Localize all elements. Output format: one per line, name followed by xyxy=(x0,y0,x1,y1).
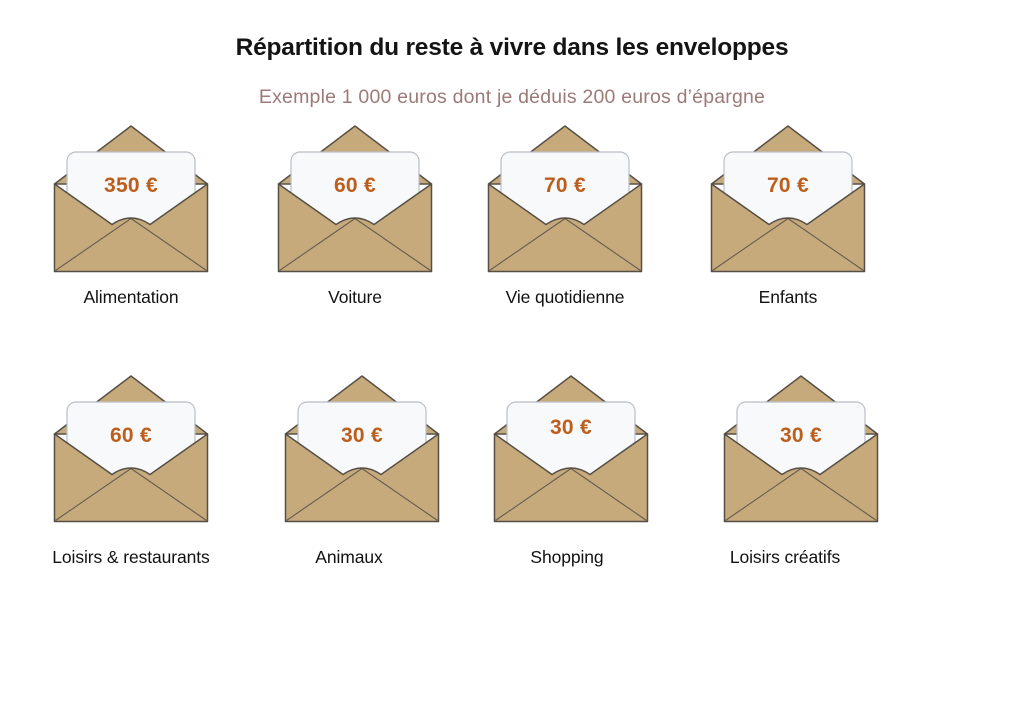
envelope-amount: 70 € xyxy=(766,174,810,197)
open-envelope-icon-graphic xyxy=(53,375,209,523)
envelope-label: Voiture xyxy=(328,287,382,307)
open-envelope-icon: 60 € xyxy=(53,373,209,523)
open-envelope-icon-graphic xyxy=(723,375,879,523)
envelope-fold-lines xyxy=(725,468,877,521)
envelope-front-pocket xyxy=(53,433,209,523)
envelope-front-pocket xyxy=(487,183,643,273)
envelope-label: Loisirs & restaurants xyxy=(52,547,210,567)
envelope-item: 60 € Voiture xyxy=(246,123,464,309)
envelope-label: Enfants xyxy=(758,287,818,307)
envelope-item: 70 € Enfants xyxy=(679,123,897,309)
envelope-item: 60 € Loisirs & restaurants xyxy=(22,373,240,569)
envelope-label: Animaux xyxy=(315,547,383,567)
envelope-front-pocket xyxy=(284,433,440,523)
open-envelope-icon: 350 € xyxy=(53,123,209,273)
envelope-amount: 30 € xyxy=(779,424,823,447)
envelope-item: 30 € Loisirs créatifs xyxy=(676,373,894,569)
envelope-item: 350 € Alimentation xyxy=(22,123,240,309)
envelope-front-pocket xyxy=(277,183,433,273)
open-envelope-icon-graphic xyxy=(493,375,649,523)
open-envelope-icon-graphic xyxy=(487,125,643,273)
envelope-front-pocket xyxy=(53,183,209,273)
envelope-fold-lines xyxy=(489,218,641,271)
envelope-amount: 70 € xyxy=(543,174,587,197)
open-envelope-icon-graphic xyxy=(53,125,209,273)
open-envelope-icon-graphic xyxy=(277,125,433,273)
envelope-fold-lines xyxy=(286,468,438,521)
open-envelope-icon: 60 € xyxy=(277,123,433,273)
envelope-front-pocket xyxy=(493,433,649,523)
envelope-amount: 60 € xyxy=(109,424,153,447)
page-subtitle: Exemple 1 000 euros dont je déduis 200 e… xyxy=(258,86,766,108)
envelope-grid: 350 € Alimentation 60 € Voiture 70 € xyxy=(22,123,894,569)
envelope-amount: 350 € xyxy=(103,174,159,197)
open-envelope-icon: 30 € xyxy=(493,373,649,523)
envelope-item: 30 € Animaux xyxy=(240,373,458,569)
open-envelope-icon: 30 € xyxy=(284,373,440,523)
page-title: Répartition du reste à vivre dans les en… xyxy=(235,34,789,61)
envelope-item: 30 € Shopping xyxy=(458,373,676,569)
envelope-label: Vie quotidienne xyxy=(505,287,625,307)
open-envelope-icon-graphic xyxy=(710,125,866,273)
open-envelope-icon: 70 € xyxy=(487,123,643,273)
envelope-fold-lines xyxy=(55,218,207,271)
envelope-amount: 30 € xyxy=(340,424,384,447)
envelope-label: Shopping xyxy=(530,547,604,567)
open-envelope-icon: 70 € xyxy=(710,123,866,273)
envelope-amount: 30 € xyxy=(549,416,593,439)
envelope-label: Loisirs créatifs xyxy=(729,547,841,567)
envelope-amount: 60 € xyxy=(333,174,377,197)
envelope-front-pocket xyxy=(723,433,879,523)
envelope-fold-lines xyxy=(279,218,431,271)
open-envelope-icon-graphic xyxy=(284,375,440,523)
envelope-label: Alimentation xyxy=(83,287,179,307)
envelope-item: 70 € Vie quotidienne xyxy=(456,123,674,309)
envelope-fold-lines xyxy=(55,468,207,521)
envelope-fold-lines xyxy=(712,218,864,271)
open-envelope-icon: 30 € xyxy=(723,373,879,523)
envelope-front-pocket xyxy=(710,183,866,273)
envelope-fold-lines xyxy=(495,468,647,521)
